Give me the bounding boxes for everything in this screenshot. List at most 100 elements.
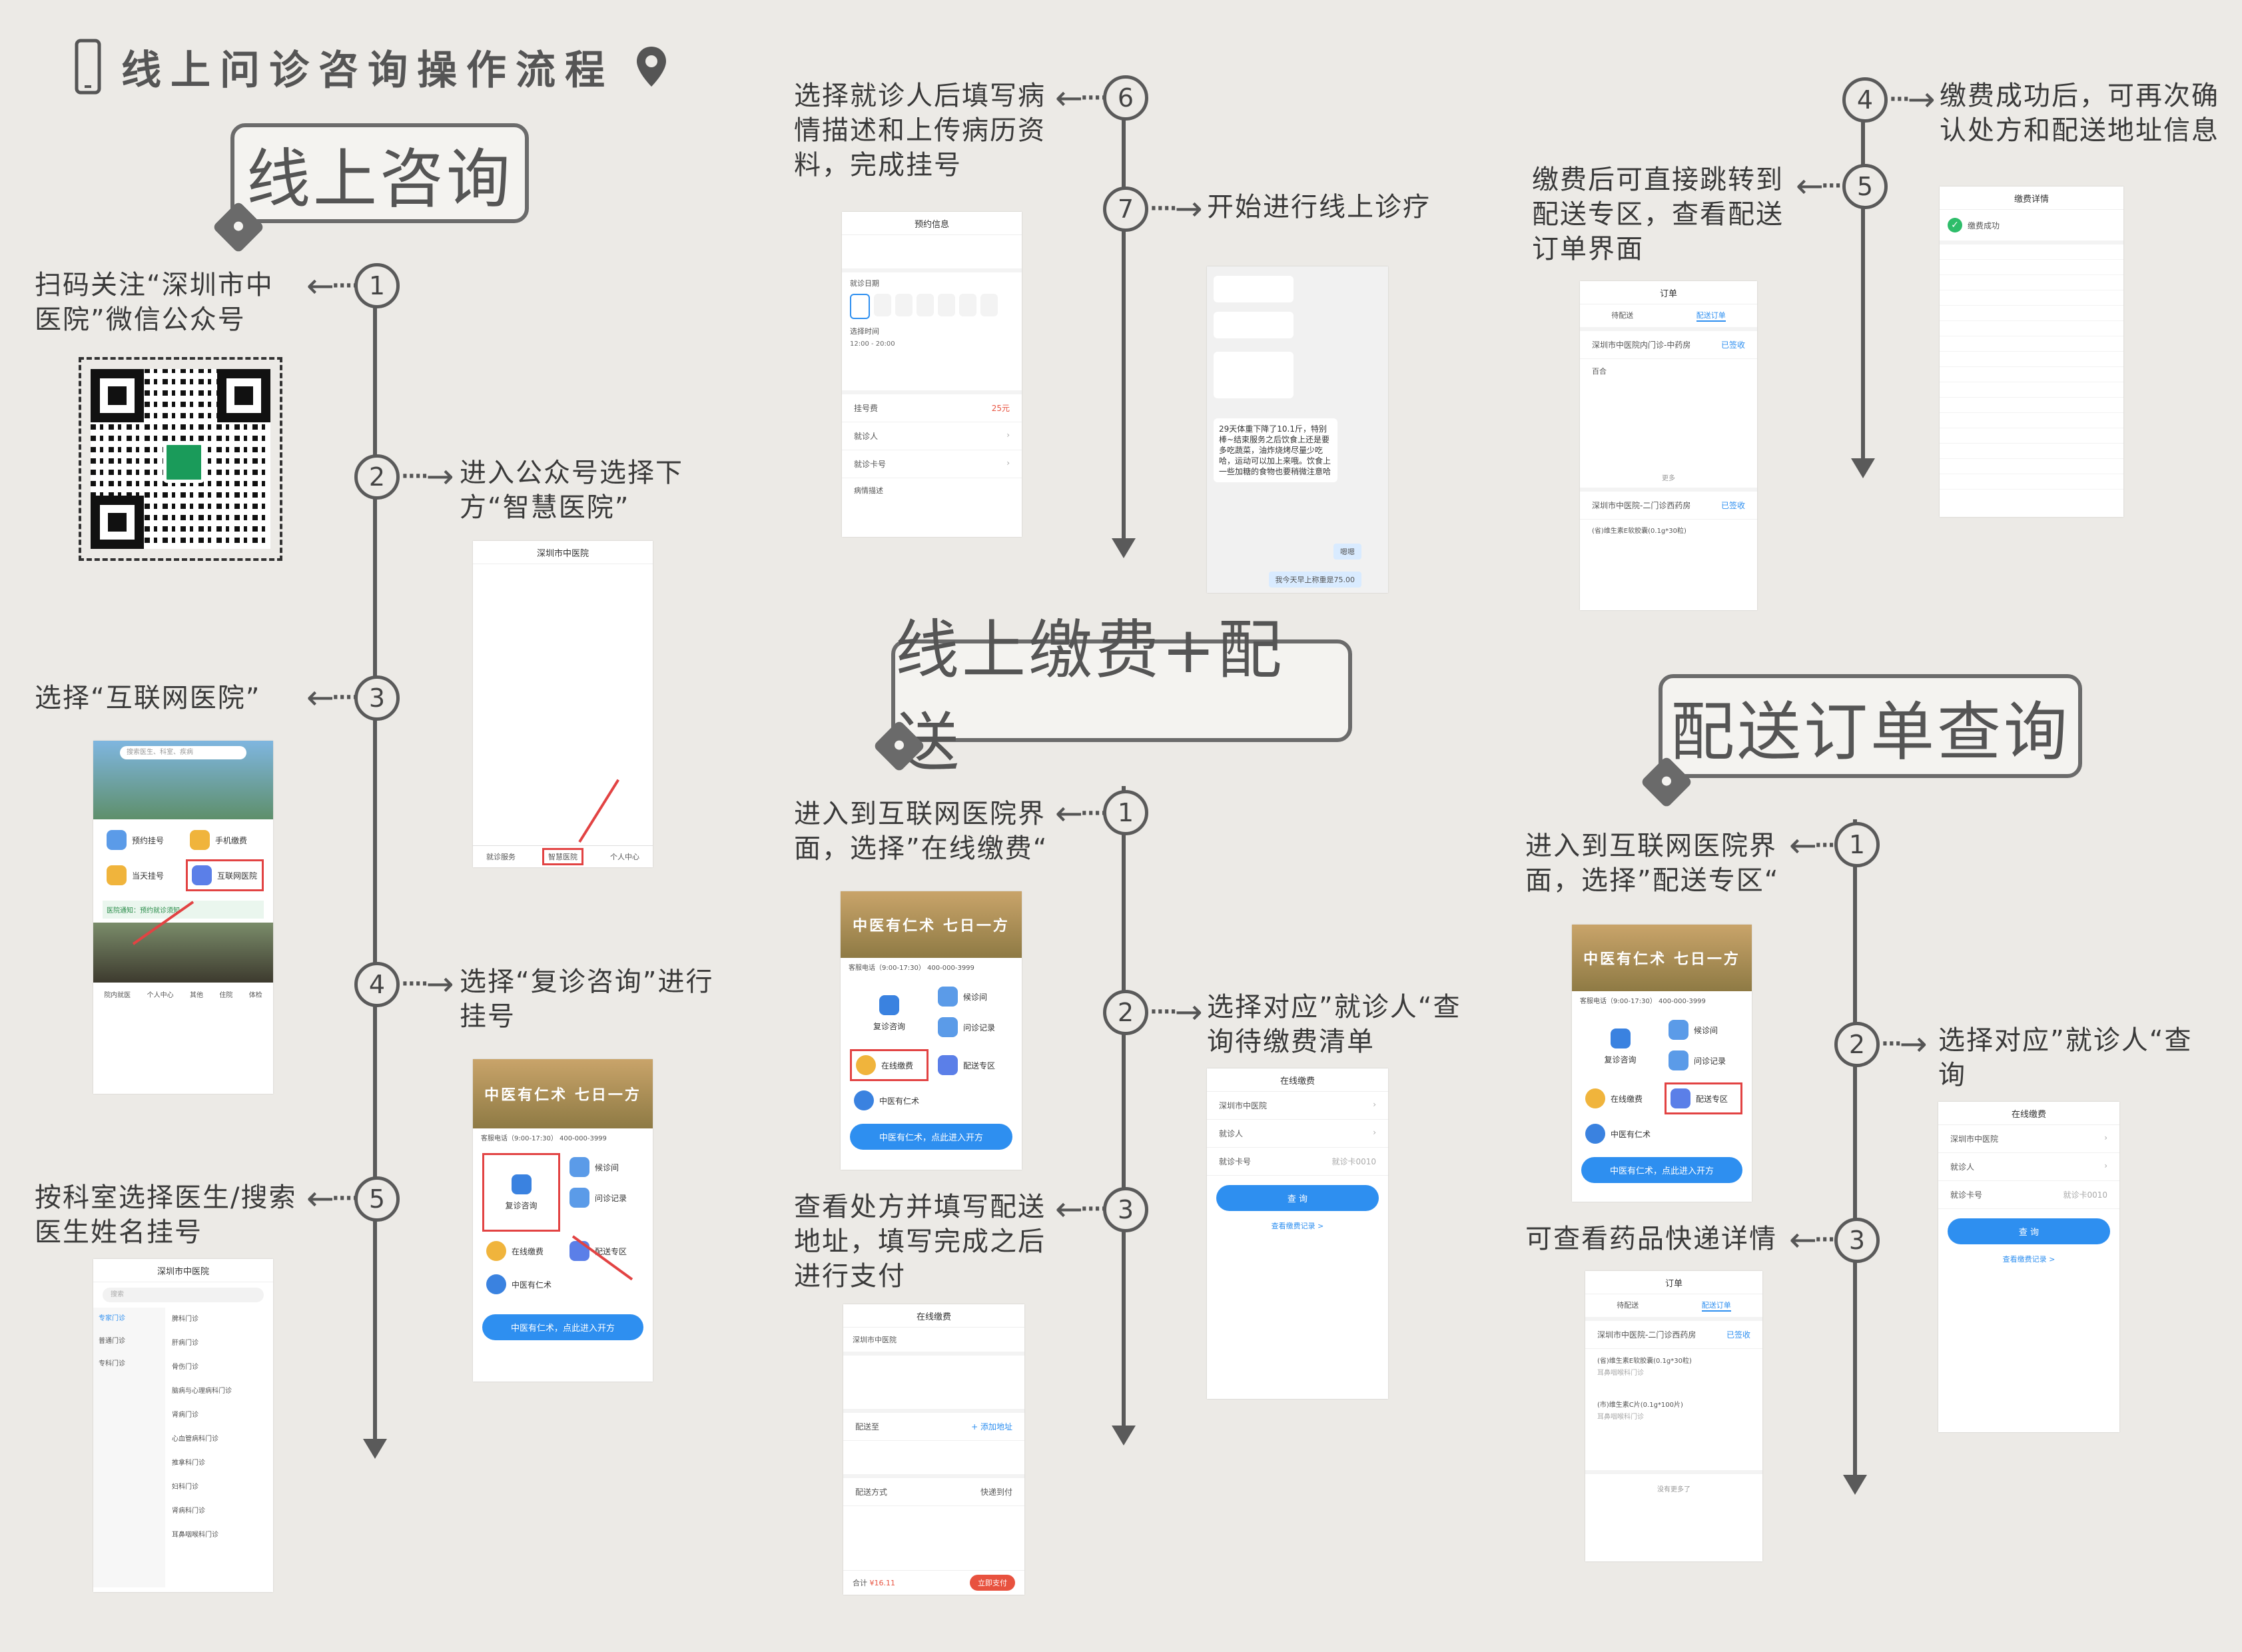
tab-delivery-orders[interactable]: 配送订单 [1696, 310, 1726, 322]
tile-same-day[interactable]: 当天挂号 [103, 859, 181, 891]
tile-internet-hospital[interactable]: 互联网医院 [186, 859, 264, 891]
screen-wechat-menu: 深圳市中医院 就诊服务 智慧医院 个人中心 [473, 541, 653, 867]
time-slot[interactable]: 12:00 - 20:00 [850, 340, 895, 348]
step-circle: 3 [354, 675, 400, 721]
step-payment-1-label: 进入到互联网医院界面，选择”在线缴费“ [794, 799, 1048, 864]
dept-item[interactable]: 骨伤门诊 [172, 1364, 198, 1371]
tab-delivery-orders[interactable]: 配送订单 [1701, 1300, 1731, 1312]
enter-prescribe-button[interactable]: 中医有仁术，点此进入开方 [850, 1124, 1012, 1150]
step-circle: 2 [354, 454, 400, 500]
add-address-link[interactable]: + 添加地址 [971, 1422, 1012, 1432]
tile-online-pay[interactable]: 在线缴费 [850, 1049, 929, 1081]
arrow-right-icon: ···→ [1880, 1025, 1928, 1063]
screen-title: 在线缴费 [843, 1304, 1024, 1328]
paid-success-text: 缴费成功 [1968, 220, 2000, 230]
tile-mobile-pay[interactable]: 手机缴费 [186, 826, 264, 854]
query-button[interactable]: 查 询 [1948, 1218, 2110, 1244]
step-consult-3-label: 选择“互联网医院” [35, 683, 261, 713]
tile-delivery[interactable]: 配送专区 [934, 1049, 1012, 1081]
tile-waiting-room[interactable]: 候诊间 [565, 1153, 643, 1181]
dept-category[interactable]: 专科门诊 [99, 1360, 125, 1368]
tab-pending[interactable]: 待配送 [1617, 1301, 1639, 1310]
query-button[interactable]: 查 询 [1216, 1185, 1379, 1211]
dept-item[interactable]: 心血管病科门诊 [172, 1436, 218, 1443]
step-payment-3-label: 查看处方并填写配送地址，填写完成之后进行支付 [794, 1192, 1046, 1292]
arrow-left-icon: ←···· [1055, 794, 1110, 833]
pharmacy-name: 深圳市中医院内门诊-中药房 [1592, 340, 1691, 350]
tile-online-pay[interactable]: 在线缴费 [482, 1237, 560, 1265]
dept-item[interactable]: 推拿科门诊 [172, 1459, 205, 1467]
timeline-arrow-icon [1851, 458, 1875, 478]
tile-waiting-room[interactable]: 候诊间 [934, 983, 1012, 1011]
card-label: 就诊卡号 [1950, 1190, 1983, 1200]
card-label: 就诊卡号 [854, 460, 887, 469]
more-link[interactable]: 更多 [1580, 472, 1757, 492]
screen-delivery-entry: 中医有仁术 七日一方 客服电话（9:00-17:30） 400-000-3999… [1572, 925, 1752, 1202]
arrow-right-icon: ····→ [1148, 189, 1203, 228]
order-status: 已签收 [1720, 340, 1745, 350]
arrow-left-icon: ←···· [306, 678, 361, 717]
dept-item[interactable]: 妇科门诊 [172, 1483, 198, 1491]
tile-tcm[interactable]: 中医有仁术 [482, 1270, 560, 1298]
tile-tcm[interactable]: 中医有仁术 [850, 1086, 929, 1114]
tab-pending[interactable]: 待配送 [1611, 311, 1634, 320]
search-bar[interactable]: 搜索医生、科室、疾病 [120, 746, 246, 759]
timeline-payment-b [1861, 80, 1865, 460]
list-end-text: 没有更多了 [1657, 1486, 1690, 1493]
dept-item[interactable]: 肾病科门诊 [172, 1507, 205, 1515]
arrow-right-icon: ····→ [400, 457, 454, 496]
tile-tcm[interactable]: 中医有仁术 [1581, 1120, 1659, 1148]
dept-item[interactable]: 脾科门诊 [172, 1316, 198, 1323]
dept-item[interactable]: 耳鼻咽喉科门诊 [172, 1531, 218, 1539]
pay-now-button[interactable]: 立即支付 [970, 1575, 1015, 1591]
dept-item[interactable]: 肝病门诊 [172, 1340, 198, 1347]
tile-online-pay[interactable]: 在线缴费 [1581, 1082, 1659, 1114]
dept-item[interactable]: 肾病门诊 [172, 1412, 198, 1419]
enter-prescribe-button[interactable]: 中医有仁术，点此进入开方 [1581, 1157, 1742, 1183]
step-circle: 3 [1103, 1187, 1148, 1232]
enter-prescribe-button[interactable]: 中医有仁术，点此进入开方 [482, 1314, 643, 1340]
tile-waiting-room[interactable]: 候诊间 [1665, 1016, 1742, 1044]
card-value: 就诊卡0010 [1331, 1157, 1376, 1166]
nav-item[interactable]: 其他 [189, 992, 203, 999]
tile-booking[interactable]: 预约挂号 [103, 826, 181, 854]
step-circle: 2 [1103, 990, 1148, 1035]
step-circle: 7 [1103, 187, 1148, 232]
menu-item-smart-hospital[interactable]: 智慧医院 [542, 848, 583, 865]
nav-item[interactable]: 住院 [219, 992, 233, 999]
pay-history-link[interactable]: 查看缴费记录 > [1271, 1222, 1324, 1230]
drug-dept: 耳鼻咽喉科门诊 [1597, 1370, 1644, 1377]
step-order-1-label: 进入到互联网医院界面，选择”配送专区“ [1525, 831, 1780, 896]
dept-search-input[interactable]: 搜索 [103, 1288, 264, 1302]
menu-item-right[interactable]: 个人中心 [610, 853, 639, 861]
ship-mode-value[interactable]: 快递到付 [980, 1487, 1012, 1497]
fee-value: 25元 [991, 404, 1010, 413]
tile-revisit[interactable]: 复诊咨询 [1581, 1016, 1659, 1077]
dept-category[interactable]: 专家门诊 [99, 1315, 125, 1322]
tile-records[interactable]: 问诊记录 [934, 1013, 1012, 1041]
chat-reply: 我今天早上称重是75.00 [1268, 572, 1361, 588]
promo-banner: 中医有仁术 七日一方 [473, 1059, 653, 1128]
tile-delivery[interactable]: 配送专区 [1665, 1082, 1742, 1114]
step-circle: 1 [354, 263, 400, 308]
screen-hospital-home: 搜索医生、科室、疾病 预约挂号 手机缴费 当天挂号 互联网医院 医院通知：预约就… [93, 741, 273, 1094]
screen-title: 订单 [1580, 281, 1757, 304]
nav-item[interactable]: 个人中心 [147, 992, 174, 999]
pay-history-link[interactable]: 查看缴费记录 > [2002, 1255, 2055, 1264]
timeline-arrow-icon [1112, 1426, 1136, 1446]
step-payment-4-label: 缴费成功后，可再次确认处方和配送地址信息 [1940, 81, 2219, 146]
service-phone: 客服电话（9:00-17:30） 400-000-3999 [481, 1135, 607, 1142]
tile-revisit[interactable]: 复诊咨询 [482, 1153, 560, 1232]
visit-date-label: 就诊日期 [850, 279, 879, 288]
patient-label: 就诊人 [1950, 1162, 1975, 1172]
menu-item-left[interactable]: 就诊服务 [486, 853, 516, 861]
dept-item[interactable]: 脑病与心理病科门诊 [172, 1388, 232, 1395]
section-title: 线上咨询 [246, 141, 513, 216]
nav-item[interactable]: 体检 [248, 992, 262, 999]
tile-records[interactable]: 问诊记录 [1665, 1046, 1742, 1074]
dept-category[interactable]: 普通门诊 [99, 1338, 125, 1345]
nav-item[interactable]: 院内就医 [104, 992, 131, 999]
tile-records[interactable]: 问诊记录 [565, 1184, 643, 1212]
ship-mode-label: 配送方式 [855, 1487, 888, 1497]
tile-revisit[interactable]: 复诊咨询 [850, 983, 929, 1044]
